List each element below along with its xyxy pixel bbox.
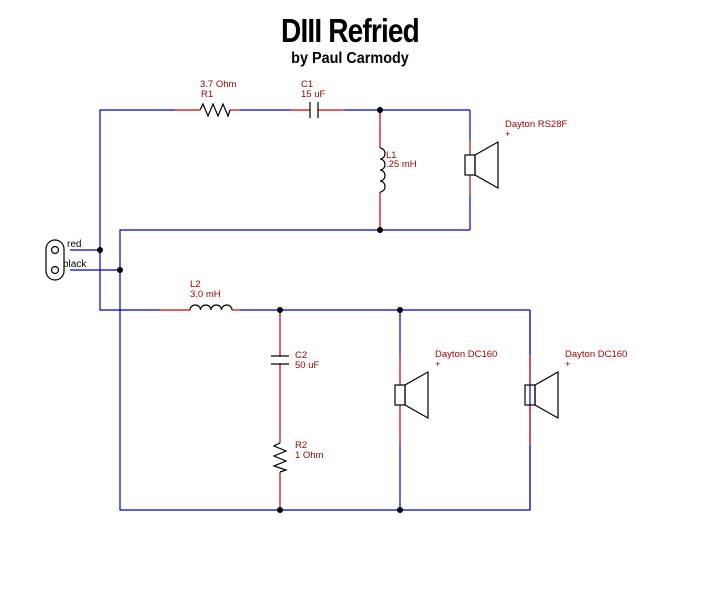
diagram-title: DIII Refried <box>281 12 420 49</box>
component-leads <box>160 109 531 510</box>
resistor-r2-symbol <box>272 442 288 473</box>
c2-ref-label: C2 <box>295 350 307 361</box>
l2-value-label: 3.0 mH <box>190 289 221 300</box>
inductor-l2-symbol <box>189 304 233 311</box>
input-connector: red black <box>45 239 87 281</box>
woofer2-polarity-label: + <box>565 359 571 370</box>
c2-value-label: 50 uF <box>295 360 319 371</box>
connector-black-label: black <box>63 259 87 270</box>
connector-red-label: red <box>67 239 81 250</box>
woofer1-name-label: Dayton DC160 <box>435 349 497 360</box>
r1-ref-label: R1 <box>201 89 213 100</box>
woofer1-polarity-label: + <box>435 359 441 370</box>
tweeter-polarity-label: + <box>505 129 511 140</box>
tweeter-name-label: Dayton RS28F <box>505 119 568 130</box>
r1-value-label: 3.7 Ohm <box>200 79 237 90</box>
junction-dots <box>97 107 403 513</box>
c1-value-label: 15 uF <box>301 89 325 100</box>
capacitor-c1-symbol <box>309 102 319 118</box>
r2-value-label: 1 Ohm <box>295 450 324 461</box>
speaker-woofer2-symbol <box>524 370 559 420</box>
speaker-woofer1-symbol <box>394 370 429 420</box>
resistor-r1-symbol <box>199 102 231 118</box>
c1-ref-label: C1 <box>301 79 313 90</box>
speaker-tweeter-symbol <box>464 140 499 190</box>
capacitor-c2-symbol <box>271 355 289 365</box>
inductor-l1-symbol <box>379 147 386 193</box>
l1-value-label: .25 mH <box>386 159 417 170</box>
l2-ref-label: L2 <box>190 279 201 290</box>
r2-ref-label: R2 <box>295 440 307 451</box>
wires <box>70 109 531 511</box>
l1-ref-label: L1 <box>386 150 397 161</box>
woofer2-name-label: Dayton DC160 <box>565 349 627 360</box>
diagram-subtitle: by Paul Carmody <box>291 50 409 67</box>
